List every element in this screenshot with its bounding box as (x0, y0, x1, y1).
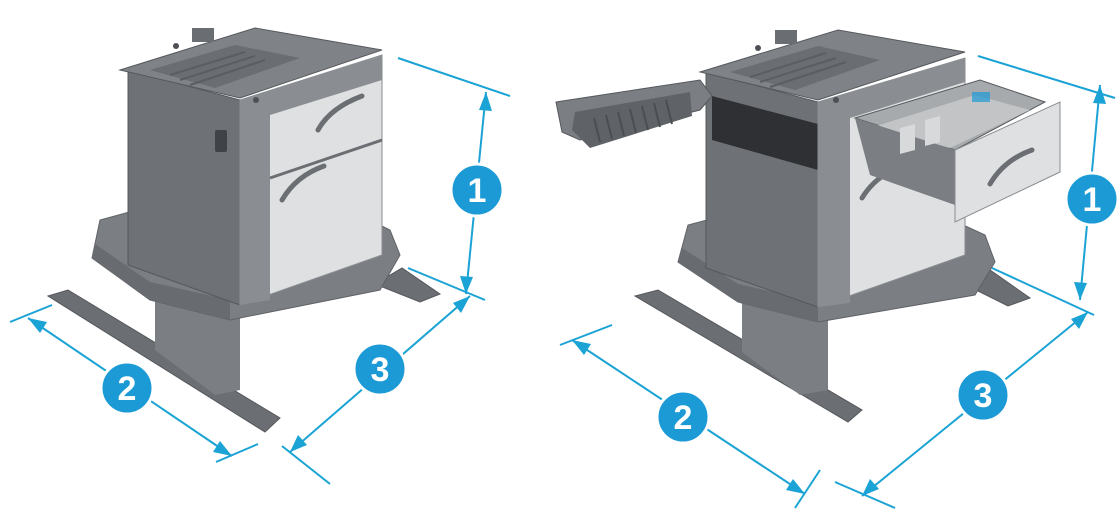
callout-left-2: 2 (99, 360, 155, 416)
callout-left-2-label: 2 (118, 370, 137, 408)
figure-tray-closed (46, 27, 442, 433)
callout-right-2: 2 (655, 389, 711, 445)
top-latch (775, 30, 797, 44)
callout-left-3-label: 3 (371, 351, 390, 389)
callout-right-3-label: 3 (974, 377, 993, 415)
side-latch (215, 130, 227, 152)
stand-runner-front (46, 289, 281, 433)
open-drawer-handle (987, 147, 1035, 187)
handle-lower (279, 163, 327, 203)
callout-left-3: 3 (352, 341, 408, 397)
callout-right-3: 3 (955, 367, 1011, 423)
figure-tray-open (555, 29, 1061, 423)
callout-left-1: 1 (449, 162, 505, 218)
stand-runner-back (373, 267, 442, 303)
callout-right-1: 1 (1064, 171, 1120, 227)
callout-right-1-label: 1 (1083, 181, 1102, 219)
handle-upper (315, 93, 365, 133)
callout-left-1-label: 1 (468, 172, 487, 210)
callout-right-2-label: 2 (674, 399, 693, 437)
top-latch (192, 28, 214, 42)
body-side (127, 69, 241, 306)
